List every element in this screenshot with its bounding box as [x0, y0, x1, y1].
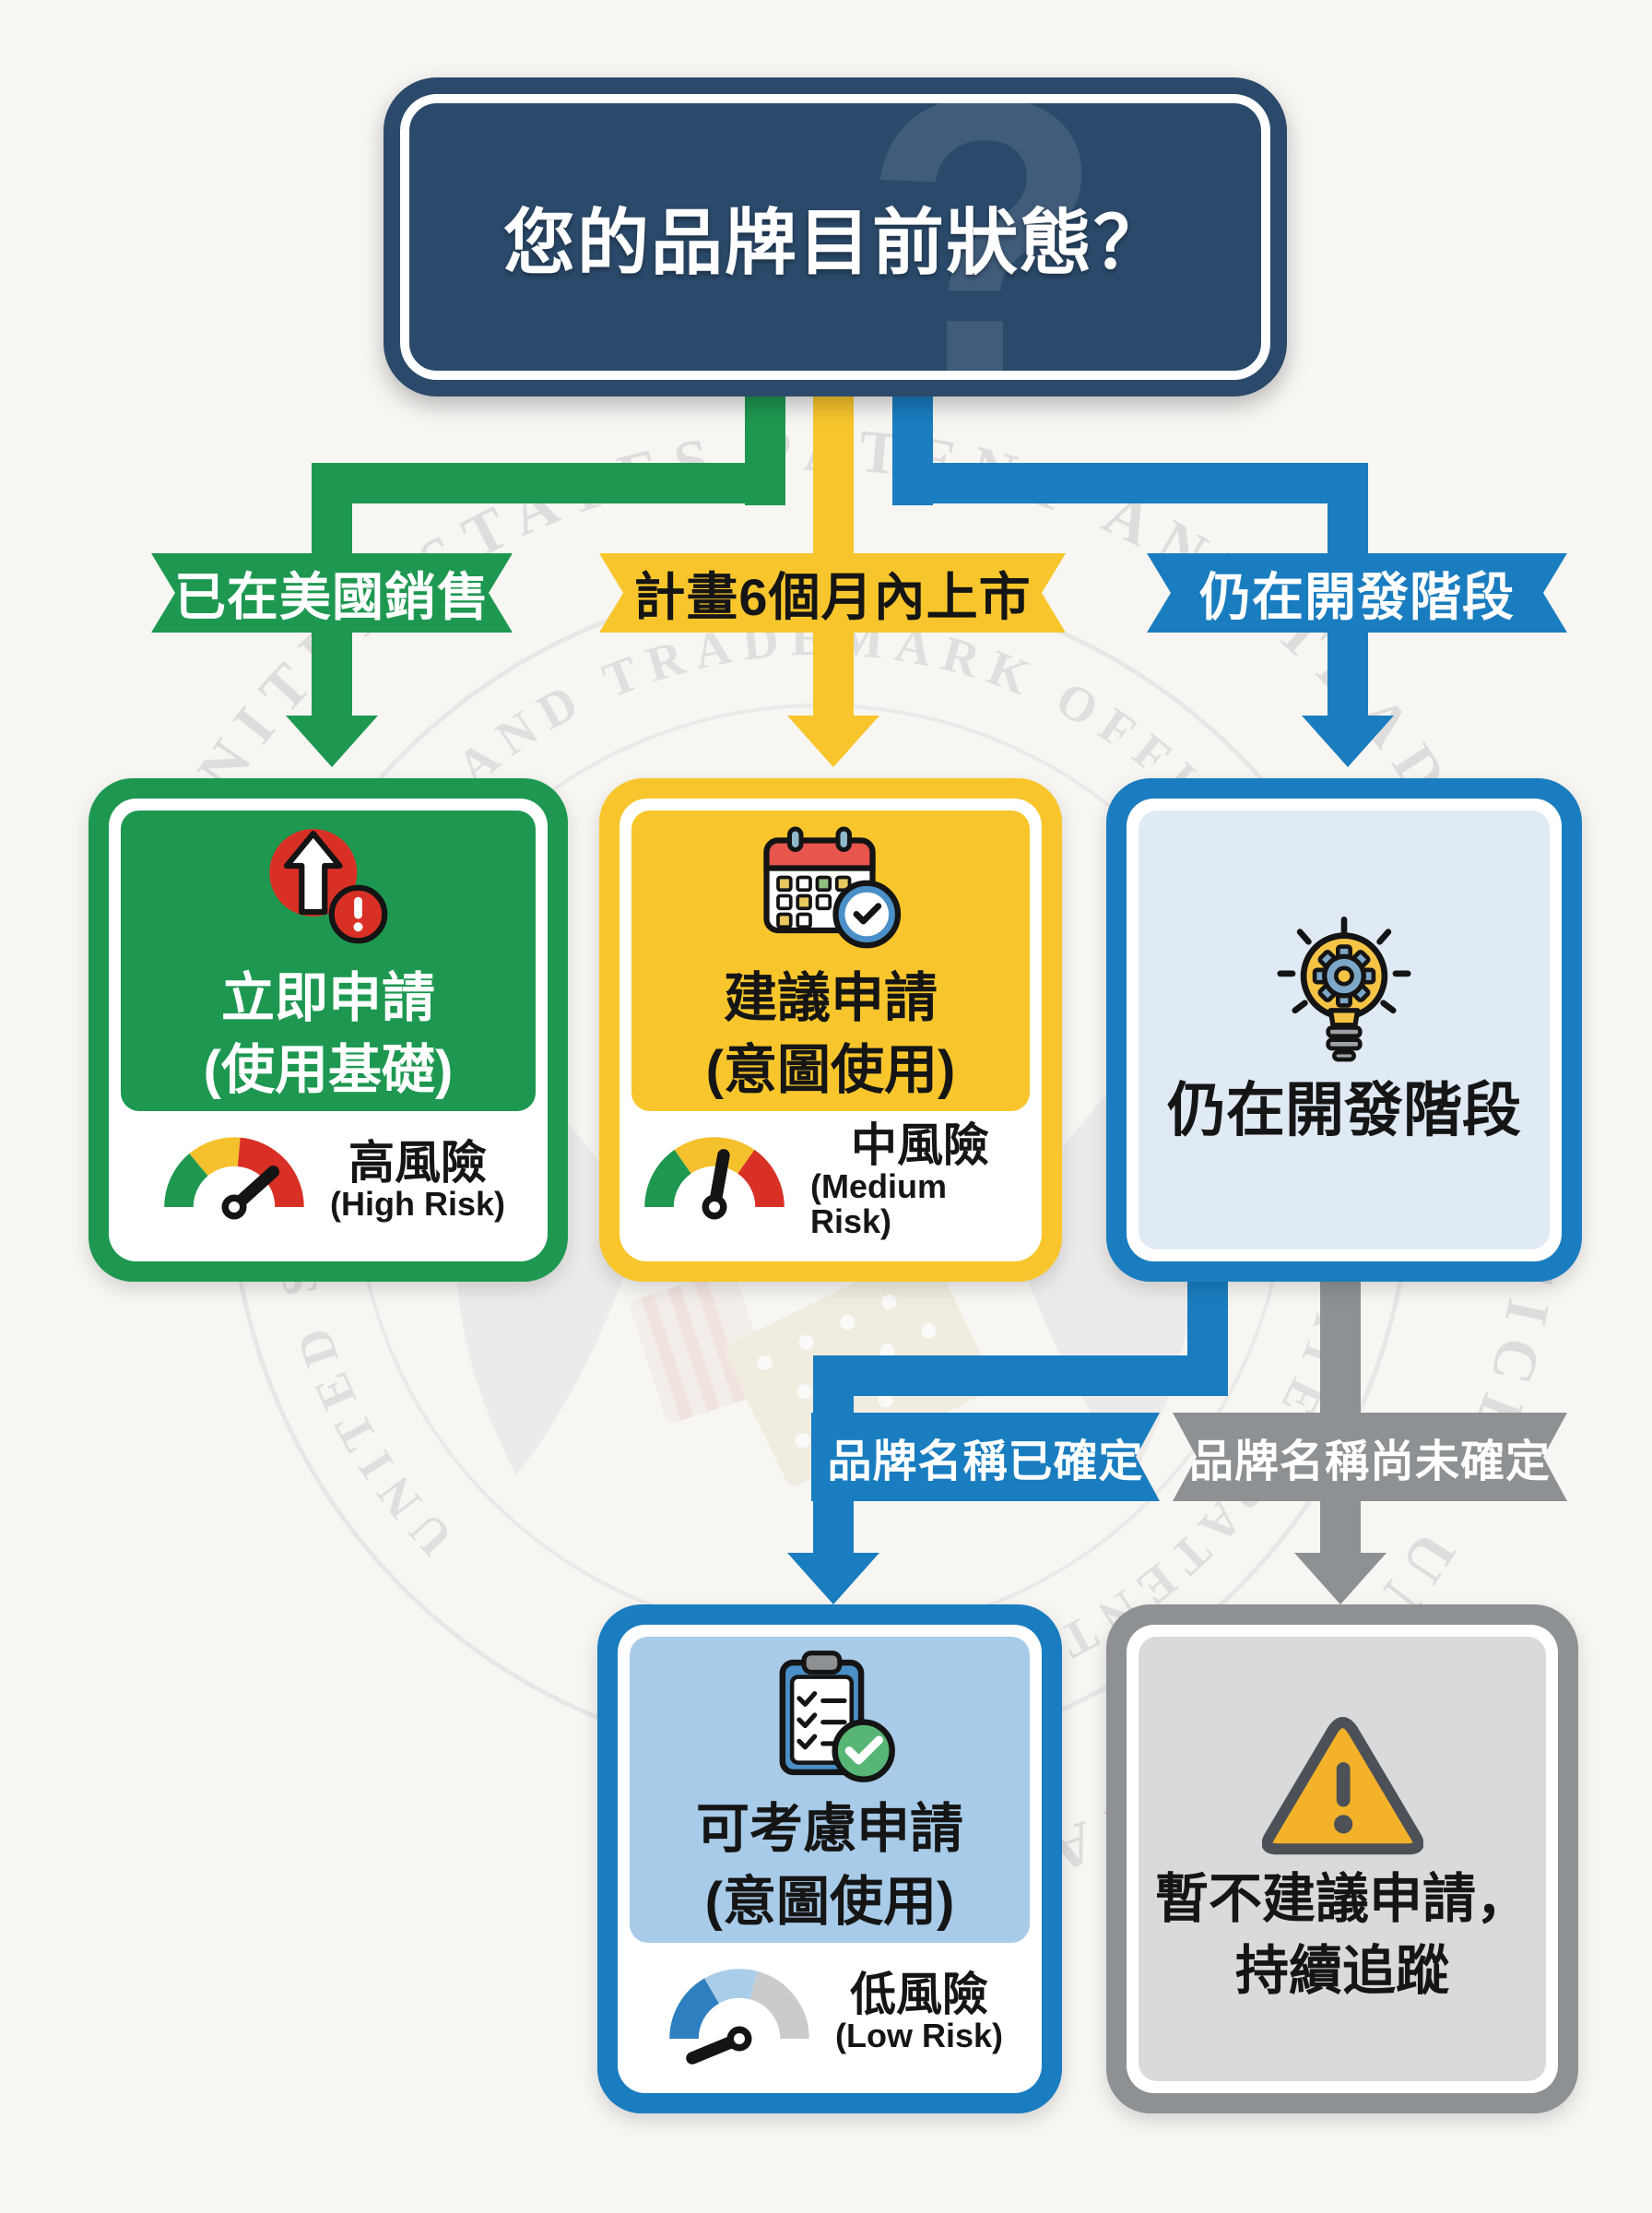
branch-ribbon-launch-6-months: 計畫6個月內上市 — [599, 553, 1066, 633]
branch-label: 仍在開發階段 — [1199, 567, 1515, 626]
gauge-medium-icon — [644, 1136, 785, 1219]
node-not-recommended: 暫不建議申請， 持續追蹤 — [1106, 1604, 1578, 2113]
node-inner: 仍在開發階段 — [1127, 799, 1562, 1261]
node-apply-now: 立即申請 (使用基礎) 高風險 (High Risk) — [88, 778, 568, 1282]
sub-ribbon-name-not-confirmed: 品牌名稱尚未確定 — [1173, 1413, 1567, 1501]
gauge-high-icon — [164, 1136, 304, 1219]
arrowhead-green — [286, 716, 378, 767]
node-body: 暫不建議申請， 持續追蹤 — [1139, 1637, 1546, 2081]
question-box: ? 您的品牌目前狀態？ — [384, 77, 1287, 396]
node-recommend-apply: 建議申請 (意圖使用) 中風險 (Medium Risk) — [599, 778, 1062, 1282]
arrow-alert-icon — [269, 828, 388, 943]
page-title: 您的品牌目前狀態？ — [502, 202, 1167, 283]
node-inner: 可考慮申請 (意圖使用) 低風險 (Low Risk) — [618, 1625, 1042, 2093]
node-inner: 立即申請 (使用基礎) 高風險 (High Risk) — [109, 799, 548, 1261]
sub-branch-label: 品牌名稱已確定 — [827, 1438, 1144, 1486]
sub-branch-label: 品牌名稱尚未確定 — [1188, 1438, 1551, 1486]
node-body: 建議申請 (意圖使用) — [631, 811, 1030, 1111]
node-inner: 建議申請 (意圖使用) 中風險 (Medium Risk) — [620, 799, 1042, 1261]
risk-label-en: (Low Risk) — [834, 2017, 1003, 2055]
node-title: 仍在開發階段 — [1167, 1076, 1521, 1143]
node-title: 立即申請 — [220, 967, 435, 1028]
risk-strip: 中風險 (Medium Risk) — [631, 1111, 1030, 1249]
risk-strip: 高風險 (High Risk) — [121, 1111, 536, 1249]
branch-ribbon-in-development: 仍在開發階段 — [1147, 553, 1567, 633]
risk-label-zh: 高風險 — [348, 1136, 487, 1189]
lightbulb-gear-icon — [1277, 916, 1411, 1062]
arrowhead-gray — [1294, 1553, 1386, 1604]
node-consider-apply: 可考慮申請 (意圖使用) 低風險 (Low Risk) — [597, 1604, 1062, 2113]
node-title: 可考慮申請 — [695, 1799, 963, 1860]
connector-blue2-horizontal — [813, 1355, 1228, 1396]
risk-label-zh: 低風險 — [849, 1968, 988, 2020]
sub-ribbon-name-confirmed: 品牌名稱已確定 — [811, 1413, 1160, 1501]
arrowhead-blue2 — [787, 1553, 879, 1604]
node-title: 建議申請 — [723, 967, 938, 1028]
connector-blue-horizontal — [892, 463, 1368, 503]
connector-green-horizontal — [312, 463, 785, 503]
node-body: 可考慮申請 (意圖使用) — [630, 1637, 1030, 1943]
seal-shield-stripes — [630, 1269, 772, 1424]
risk-label-en: (High Risk) — [329, 1185, 505, 1224]
clipboard-check-icon — [779, 1651, 895, 1782]
node-subtitle: (意圖使用) — [704, 1871, 955, 1932]
node-body: 仍在開發階段 — [1139, 811, 1550, 1249]
node-subtitle: (意圖使用) — [705, 1040, 956, 1100]
node-subtitle: (使用基礎) — [203, 1040, 454, 1100]
node-subtitle: 持續追蹤 — [1234, 1941, 1449, 2001]
risk-label-zh: 中風險 — [851, 1118, 989, 1171]
branch-label: 已在美國銷售 — [174, 567, 490, 626]
calendar-clock-icon — [762, 826, 901, 948]
node-body: 立即申請 (使用基礎) — [121, 811, 536, 1111]
node-inner: 暫不建議申請， 持續追蹤 — [1127, 1625, 1558, 2093]
node-still-developing: 仍在開發階段 — [1106, 778, 1582, 1282]
risk-label-en: (Medium Risk) — [810, 1167, 947, 1241]
node-title: 暫不建議申請， — [1154, 1868, 1529, 1929]
warning-triangle-icon — [1261, 1716, 1423, 1854]
branch-ribbon-selling-in-us: 已在美國銷售 — [151, 553, 513, 633]
arrowhead-yellow — [787, 716, 879, 767]
branch-label: 計畫6個月內上市 — [633, 567, 1032, 626]
risk-strip: 低風險 (Low Risk) — [630, 1943, 1030, 2081]
gauge-low-icon — [669, 1968, 809, 2065]
arrowhead-blue — [1302, 716, 1394, 767]
question-mark-watermark: ? — [862, 94, 1104, 380]
question-box-inner: ? 您的品牌目前狀態？ — [400, 94, 1270, 380]
